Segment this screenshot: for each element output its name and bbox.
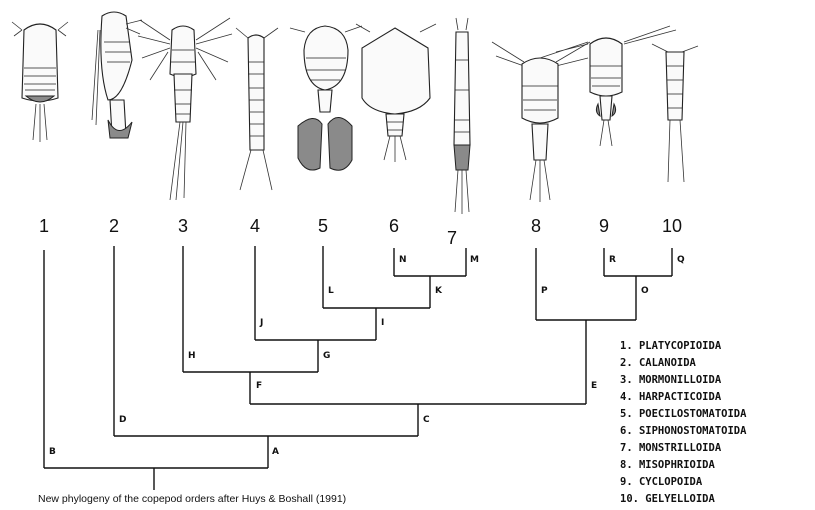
legend-item: 3. MORMONILLOIDA [620,374,722,386]
tip-label-4: 4 [250,216,260,236]
node-label-c: C [423,415,430,425]
tip-label-10: 10 [662,216,682,236]
copepod-drawing-5 [290,26,362,170]
node-label-m: M [470,255,479,265]
node-label-l: L [328,286,334,296]
copepod-drawing-8 [492,42,590,202]
legend-item: 1. PLATYCOPIOIDA [620,340,722,352]
legend-item: 5. POECILOSTOMATOIDA [620,408,747,420]
node-labels: A B C D E F G H I J K L M N O P Q R [49,255,685,457]
copepod-drawing-9 [540,26,676,146]
node-label-h: H [188,351,196,361]
tip-label-6: 6 [389,216,399,236]
legend-item: 2. CALANOIDA [620,357,697,369]
tip-labels: 1 2 3 4 5 6 7 8 9 10 [39,216,682,248]
tip-label-3: 3 [178,216,188,236]
copepod-drawing-2 [92,12,142,138]
copepod-drawing-3 [138,18,232,200]
node-label-n: N [399,255,407,265]
copepod-illustrations [12,12,698,214]
node-label-f: F [256,381,262,391]
legend-item: 9. CYCLOPOIDA [620,476,703,488]
tip-label-8: 8 [531,216,541,236]
legend-item: 8. MISOPHRIOIDA [620,459,716,471]
node-label-e: E [591,381,597,391]
tip-label-2: 2 [109,216,119,236]
node-label-j: J [259,318,263,328]
node-label-k: K [435,286,443,296]
node-label-i: I [381,318,384,328]
copepod-drawing-10 [652,44,698,182]
legend-item: 6. SIPHONOSTOMATOIDA [620,425,747,437]
node-label-r: R [609,255,616,265]
node-label-q: Q [677,255,685,265]
copepod-drawing-1 [12,22,68,142]
tip-label-9: 9 [599,216,609,236]
figure-caption: New phylogeny of the copepod orders afte… [38,493,346,505]
node-label-o: O [641,286,649,296]
copepod-drawing-7 [454,18,470,214]
tip-label-5: 5 [318,216,328,236]
legend-item: 10. GELYELLOIDA [620,493,716,505]
node-label-p: P [541,286,548,296]
node-label-b: B [49,447,56,457]
order-legend: 1. PLATYCOPIOIDA 2. CALANOIDA 3. MORMONI… [620,340,747,505]
copepod-drawing-6 [356,24,436,162]
cladogram-branches [44,246,672,490]
node-label-g: G [323,351,330,361]
copepod-drawing-4 [236,28,278,190]
legend-item: 7. MONSTRILLOIDA [620,442,722,454]
legend-item: 4. HARPACTICOIDA [620,391,722,403]
node-label-d: D [119,415,126,425]
tip-label-7: 7 [447,228,457,248]
tip-label-1: 1 [39,216,49,236]
node-label-a: A [272,447,279,457]
